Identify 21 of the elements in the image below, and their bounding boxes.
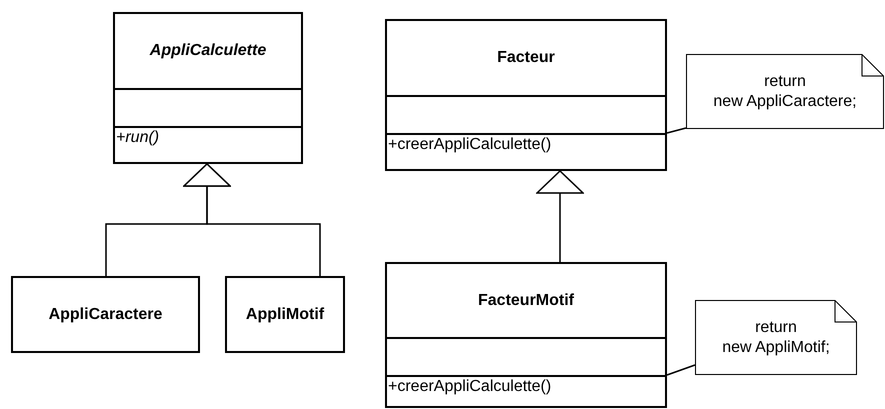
method-text: +run(): [115, 128, 160, 148]
class-box: [385, 262, 667, 408]
note-connector: [666, 127, 686, 134]
class-name: Facteur: [497, 49, 555, 67]
inheritance-arrow: [536, 170, 584, 262]
method-text: +creerAppliCalculette(): [387, 377, 552, 397]
inheritance-arrow: [183, 163, 321, 276]
class-name: FacteurMotif: [478, 292, 574, 310]
class-name: AppliCaractere: [48, 306, 162, 324]
class-name: AppliMotif: [246, 306, 324, 324]
class-name: AppliCalculette: [150, 42, 266, 60]
class-box: [11, 276, 200, 353]
class-box: [113, 12, 303, 164]
note-box: [686, 54, 884, 129]
note-box: [695, 300, 857, 375]
class-box: [225, 276, 345, 353]
note-text: return new AppliMotif;: [722, 318, 830, 357]
method-text: +creerAppliCalculette(): [387, 135, 552, 155]
note-connector: [666, 364, 696, 376]
note-text: return new AppliCaractere;: [713, 72, 857, 111]
class-box: [385, 19, 667, 171]
